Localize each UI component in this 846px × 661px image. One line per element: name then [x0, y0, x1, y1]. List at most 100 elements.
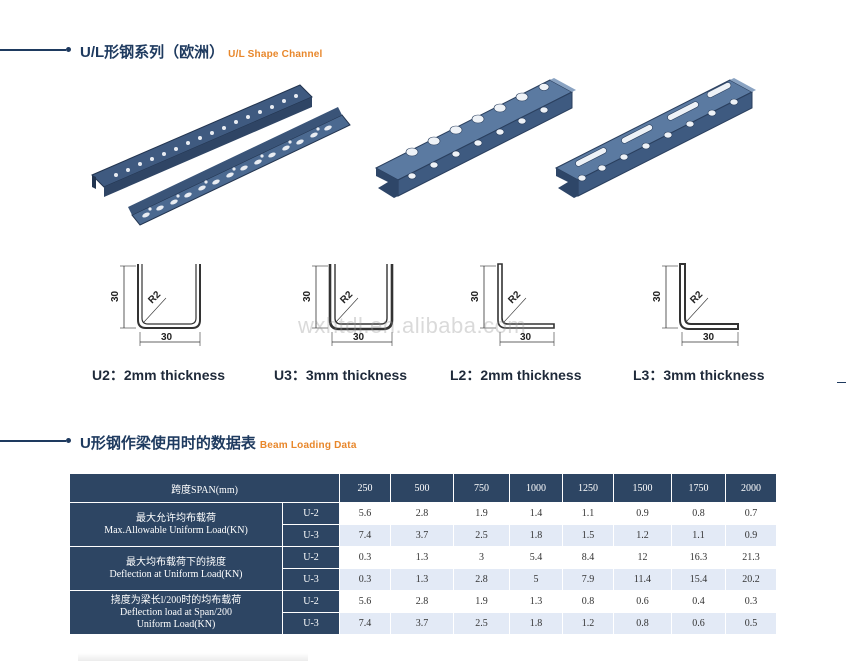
beam-loading-table: 跨度SPAN(mm) 250 500 750 1000 1250 1500 17…: [69, 473, 777, 635]
profile-width-label: 30: [520, 332, 532, 343]
value-cell: 1.8: [509, 524, 563, 547]
section-title-channels: U/L形钢系列（欧洲）U/L Shape Channel: [80, 41, 323, 62]
value-cell: 7.4: [339, 612, 391, 635]
span-cell: 500: [390, 473, 454, 503]
table-row: U-3 0.3 1.3 2.8 5 7.9 11.4 15.4 20.2: [70, 568, 777, 591]
row-group-label: 挠度为梁长l/200时的均布载荷 Deflection load at Span…: [69, 590, 283, 635]
u-and-l-channel-illustration: [91, 84, 351, 226]
u-channel-rail: [91, 84, 313, 197]
value-cell: 21.3: [725, 546, 777, 569]
profile-width-label: 30: [703, 332, 715, 343]
span-header: 跨度SPAN(mm): [69, 473, 340, 503]
value-cell: 0.9: [725, 524, 777, 547]
value-cell: 1.8: [509, 612, 563, 635]
profile-type-cell: U-2: [282, 546, 340, 569]
profile-drawing-l2: 30 30 R2: [470, 263, 555, 346]
profile-type-cell: U-3: [282, 612, 340, 635]
profile-height-label: 30: [110, 290, 121, 302]
value-cell: 1.2: [562, 612, 614, 635]
value-cell: 2.5: [453, 612, 510, 635]
profile-height-label: 30: [652, 290, 663, 302]
slotted-u-channel-illustration: [554, 78, 756, 198]
caption-l2: L2：2mm thickness: [450, 367, 582, 383]
value-cell: 0.6: [613, 590, 672, 613]
section-title-cn: U/L形钢系列（欧洲）: [80, 44, 225, 61]
value-cell: 0.5: [725, 612, 777, 635]
span-cell: 250: [339, 473, 391, 503]
value-cell: 8.4: [562, 546, 614, 569]
caption-l3: L3：3mm thickness: [633, 367, 765, 383]
row-group-label-cn: 最大允许均布载荷: [136, 512, 216, 524]
value-cell: 20.2: [725, 568, 777, 591]
table-row: 最大均布载荷下的挠度 Deflection at Uniform Load(KN…: [69, 546, 777, 591]
section-divider-line: [0, 440, 66, 442]
row-group-label: 最大允许均布载荷 Max.Allowable Uniform Load(KN): [69, 502, 283, 547]
value-cell: 0.3: [725, 590, 777, 613]
table-header-row: 跨度SPAN(mm) 250 500 750 1000 1250 1500 17…: [69, 473, 777, 503]
profile-type-cell: U-2: [282, 590, 340, 613]
value-cell: 16.3: [671, 546, 726, 569]
value-cell: 5.6: [339, 590, 391, 613]
span-cell: 1250: [562, 473, 614, 503]
watermark: wxhtdl.en.alibaba.com: [298, 313, 527, 338]
section-title-cn: U形钢作梁使用时的数据表: [80, 435, 256, 452]
value-cell: 5.4: [509, 546, 563, 569]
value-cell: 15.4: [671, 568, 726, 591]
profile-drawing-l3: 30 30 R2: [652, 263, 739, 346]
span-cell: 1000: [509, 473, 563, 503]
value-cell: 5.6: [339, 502, 391, 525]
value-cell: 0.8: [671, 502, 726, 525]
row-group-label-en: Max.Allowable Uniform Load(KN): [104, 524, 248, 536]
value-cell: 1.4: [509, 502, 563, 525]
value-cell: 2.8: [390, 502, 454, 525]
value-cell: 0.3: [339, 568, 391, 591]
profile-height-label: 30: [302, 290, 313, 302]
section-title-en: U/L Shape Channel: [228, 49, 323, 60]
span-cell: 1500: [613, 473, 672, 503]
profile-type-cell: U-2: [282, 502, 340, 525]
value-cell: 0.3: [339, 546, 391, 569]
value-cell: 1.1: [671, 524, 726, 547]
profile-drawing-u2: 30 30 R2: [110, 264, 201, 346]
profile-type-cell: U-3: [282, 568, 340, 591]
value-cell: 0.9: [613, 502, 672, 525]
edge-divider-tick: [837, 382, 846, 383]
table-row: 挠度为梁长l/200时的均布载荷 Deflection load at Span…: [69, 590, 777, 635]
value-cell: 1.2: [613, 524, 672, 547]
row-group-label-en: Deflection load at Span/200: [120, 606, 232, 618]
row-group-label: 最大均布载荷下的挠度 Deflection at Uniform Load(KN…: [69, 546, 283, 591]
value-cell: 1.3: [390, 546, 454, 569]
row-group-label-en: Deflection at Uniform Load(KN): [109, 568, 243, 580]
value-cell: 0.6: [671, 612, 726, 635]
value-cell: 12: [613, 546, 672, 569]
value-cell: 3.7: [390, 524, 454, 547]
value-cell: 7.4: [339, 524, 391, 547]
value-cell: 0.7: [725, 502, 777, 525]
span-cell: 1750: [671, 473, 726, 503]
u-channel-closeup-illustration: [374, 78, 576, 198]
span-cell: 2000: [725, 473, 777, 503]
value-cell: 2.5: [453, 524, 510, 547]
value-cell: 11.4: [613, 568, 672, 591]
row-group-label-en-line2: Uniform Load(KN): [136, 618, 216, 630]
caption-u3: U3：3mm thickness: [274, 367, 408, 383]
section-divider-dot: [66, 438, 71, 443]
profile-type-cell: U-3: [282, 524, 340, 547]
span-cell: 750: [453, 473, 510, 503]
row-group-label-cn: 挠度为梁长l/200时的均布载荷: [110, 594, 242, 606]
caption-u2: U2：2mm thickness: [92, 367, 226, 383]
value-cell: 2.8: [453, 568, 510, 591]
value-cell: 0.8: [562, 590, 614, 613]
value-cell: 3: [453, 546, 510, 569]
table-row: 最大允许均布载荷 Max.Allowable Uniform Load(KN) …: [69, 502, 777, 547]
value-cell: 1.9: [453, 590, 510, 613]
row-group-label-cn: 最大均布载荷下的挠度: [126, 556, 226, 568]
value-cell: 2.8: [390, 590, 454, 613]
l-angle-rail: [128, 107, 351, 226]
profile-width-label: 30: [353, 332, 365, 343]
value-cell: 0.4: [671, 590, 726, 613]
value-cell: 1.9: [453, 502, 510, 525]
profile-height-label: 30: [470, 290, 481, 302]
section-divider-dot: [66, 47, 71, 52]
